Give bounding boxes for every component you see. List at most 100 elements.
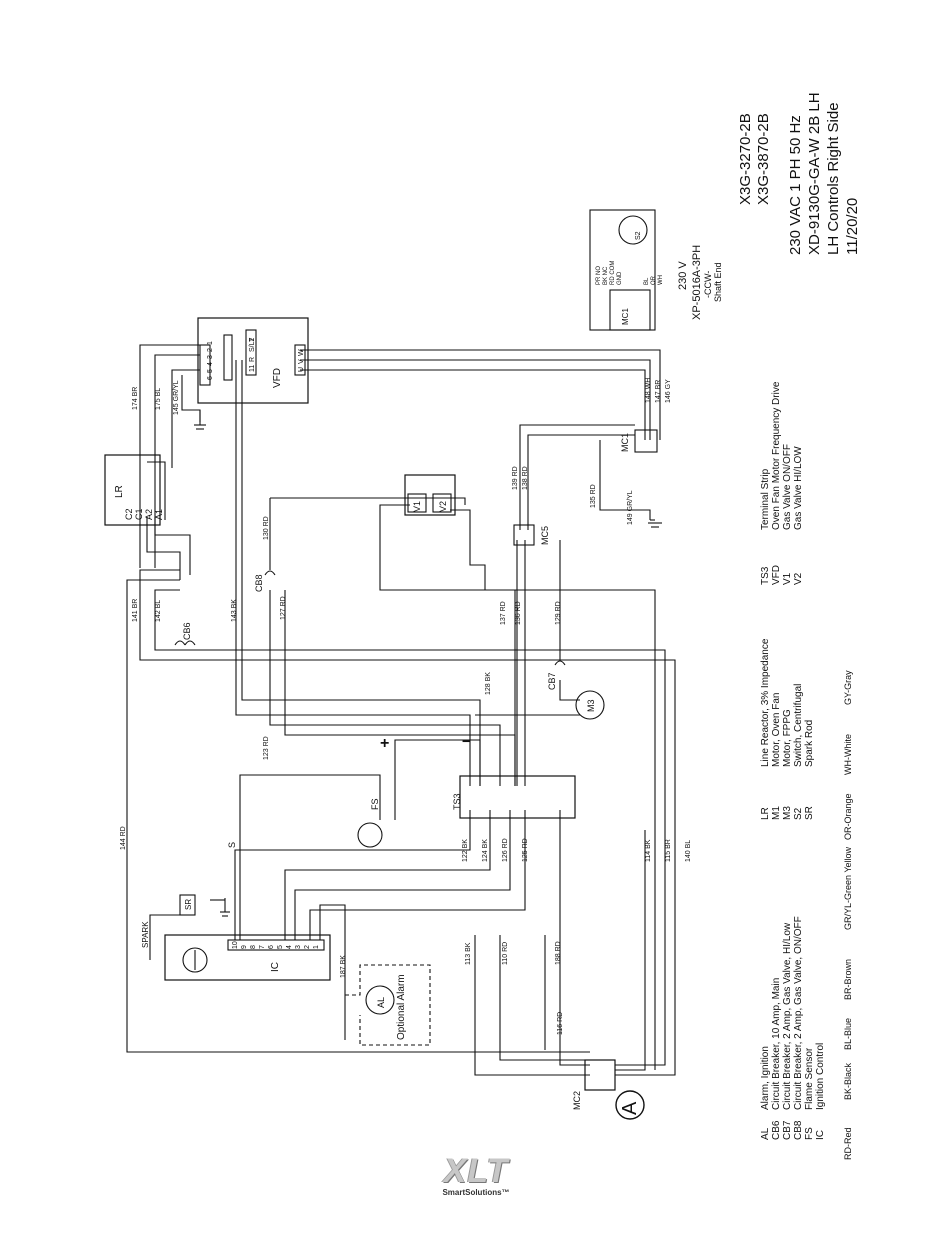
ic-term-9: 1 — [313, 945, 320, 949]
logo-tagline: SmartSolutions™ — [442, 1188, 510, 1197]
ic-term-0: 10 — [232, 941, 239, 949]
spec-line-3: LH Controls Right Side — [825, 102, 842, 255]
vfd-right-term-0: U — [298, 367, 305, 372]
motor-switch: S2 — [635, 231, 642, 240]
wire-label-w149: 149 GR/YL — [627, 490, 634, 525]
wire-label-w138: 138 RD — [522, 466, 529, 490]
vfd-mid-term-0: 11 — [249, 365, 256, 372]
spec-line-1: 230 VAC 1 PH 50 Hz — [787, 115, 804, 255]
al-label: AL — [376, 997, 386, 1008]
lr-block — [104, 454, 161, 526]
wire-label-w130: 130 RD — [263, 516, 270, 540]
legend-desc-fs: Flame Sensor — [804, 1047, 815, 1110]
logo-brand: XLT — [443, 1152, 509, 1190]
legend-desc-cb8: Circuit Breaker, 2 Amp, Gas Valve, ON/OF… — [793, 916, 804, 1110]
m3-label: M3 — [586, 699, 596, 712]
vfd-mid-term-3: T — [249, 337, 256, 342]
legend-desc-ts3: Terminal Strip — [760, 468, 771, 530]
wire-label-w147: 147 BR — [655, 380, 662, 403]
legend-desc-sr: Spark Rod — [804, 720, 815, 767]
wire-label-w115: 115 BR — [665, 839, 672, 862]
legend-desc-m1: Motor, Oven Fan — [771, 693, 782, 767]
wire-label-w142: 142 BL — [155, 600, 162, 622]
wires — [126, 344, 676, 1076]
wire-label-w126: 126 RD — [502, 838, 509, 862]
a-circle-label: A — [619, 1101, 641, 1115]
wire-label-w175: 175 BL — [155, 388, 162, 410]
wire-label-w148: 148 WH — [645, 378, 652, 403]
legend-desc-v2: Gas Valve HI/LOW — [793, 446, 804, 530]
wire-label-w114: 114 BK — [645, 839, 652, 862]
spec-line-2: XD-9130G-GA-W 2B LH — [806, 92, 823, 255]
wire-label-w128: 128 BK — [485, 672, 492, 695]
vfd-right-term-2: W — [298, 349, 305, 356]
legend-desc-cb7: Circuit Breaker, 2 Amp, Gas Valve, HI/Lo… — [782, 922, 793, 1110]
wire-label-w145: 145 GR/YL — [173, 380, 180, 415]
legend-code-lr: LR — [760, 807, 771, 820]
wire-label-w174: 174 BR — [132, 387, 139, 410]
motor-end: Shaft End — [713, 262, 723, 302]
vfd-left-term-3: 3 — [207, 355, 214, 359]
wire-label-w127: 127 RD — [280, 596, 287, 620]
legend-desc-v1: Gas Valve ON/OFF — [782, 444, 793, 530]
vfd-right-term-1: V — [298, 359, 305, 364]
ts3-label: TS3 — [452, 793, 462, 810]
wire-label-w124: 124 BK — [482, 839, 489, 862]
fs-label: FS — [370, 798, 380, 810]
ic-term-2: 8 — [250, 945, 257, 949]
vfd-block — [197, 317, 309, 404]
motor-wire-4: BL — [644, 277, 650, 285]
spark-rod — [179, 894, 196, 916]
legend-code-cb7: CB7 — [782, 1120, 793, 1140]
legend-code-fs: FS — [804, 1127, 815, 1140]
legend-desc-al: Alarm, Ignition — [760, 1046, 771, 1110]
ic-term-1: 9 — [241, 945, 248, 949]
mc5-label: MC5 — [540, 526, 550, 545]
legend-color-4: GR/YL-Green Yellow — [843, 846, 853, 930]
lr-term-3: A1 — [154, 509, 164, 520]
mc2-label: MC2 — [572, 1091, 582, 1110]
ic-term-6: 4 — [286, 945, 293, 949]
motor-wire-2: RD COM — [610, 261, 616, 285]
legend-color-6: WH-White — [843, 734, 853, 775]
ic-block — [164, 934, 331, 981]
legend-code-m1: M1 — [771, 806, 782, 820]
m3-motor — [575, 690, 605, 720]
legend-code-s2: S2 — [793, 807, 804, 820]
legend-color-2: BL-Blue — [843, 1018, 853, 1050]
vfd-left-term-5: 1 — [207, 341, 214, 345]
ic-label: IC — [270, 962, 281, 972]
mc1-label: MC1 — [620, 433, 630, 452]
wire-label-w139: 139 RD — [512, 466, 519, 490]
motor-rotation: -CCW- — [703, 271, 713, 298]
wire-label-w144: 144 RD — [120, 826, 127, 850]
wire-label-w188: 188 RD — [555, 941, 562, 965]
mc5-connector — [513, 524, 535, 546]
vfd-left-term-2: 4 — [207, 362, 214, 366]
wire-label-w123: 123 RD — [263, 736, 270, 760]
s-label: S — [227, 842, 237, 848]
al-symbol — [365, 985, 395, 1015]
legend-color-0: RD-Red — [843, 1127, 853, 1160]
wire-label-w135: 135 RD — [590, 484, 597, 508]
legend-desc-cb6: Circuit Breaker, 10 Amp, Main — [771, 978, 782, 1110]
motor-wire-3: GND — [617, 271, 623, 285]
vfd-left-term-4: 2 — [207, 348, 214, 352]
spec-line-4: 11/20/20 — [844, 198, 861, 255]
wire-label-w110: 110 RD — [502, 942, 509, 965]
wire-label-w136: 136 RD — [515, 601, 522, 625]
model-line-1: X3G-3270-2B — [737, 113, 754, 205]
wire-label-w129: 129 RD — [555, 601, 562, 625]
wire-label-w187: 187 BK — [340, 955, 347, 978]
cb6-label: CB6 — [182, 622, 192, 640]
motor-wire-5: OR — [651, 275, 657, 285]
legend-color-1: BK-Black — [843, 1062, 853, 1100]
legend-desc-ic: Ignition Control — [815, 1043, 826, 1110]
legend-code-al: AL — [760, 1127, 771, 1140]
wire-label-w141: 141 BR — [132, 599, 139, 622]
wire-label-w146: 146 GY — [665, 379, 672, 403]
a-circle — [615, 1090, 645, 1120]
motor-wire-0: PR NO — [596, 266, 602, 285]
v1-label: V1 — [412, 501, 422, 512]
